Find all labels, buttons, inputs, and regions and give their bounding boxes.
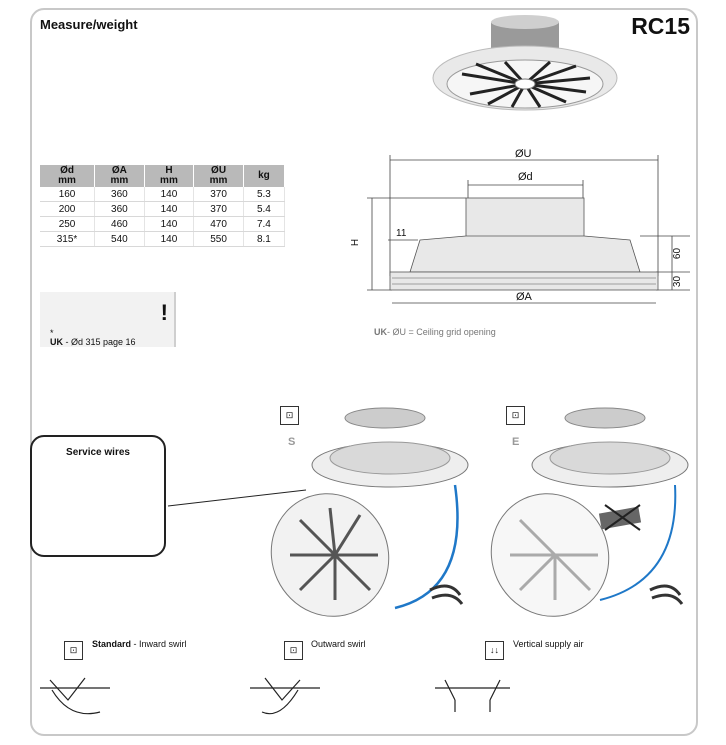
section-title: Measure/weight [40,17,138,32]
page-frame [30,8,698,736]
dim-11: 11 [396,228,407,239]
service-wires-box: Service wires [30,435,166,557]
col-header: kg [243,165,286,187]
footnote-star: * [50,328,54,338]
dim-30: 30 [672,275,684,288]
footnote-text: UK - Ød 315 page 16 [50,337,136,347]
service-wires-label: Service wires [66,447,130,458]
caption-outward: Outward swirl [311,639,366,649]
dim-dd: Ød [518,171,533,183]
mode-letter-e: E [512,436,520,448]
swirl-mode-icon: ⊡ [280,406,299,425]
dim-du: ØU [515,148,532,160]
vertical-mode-icon: ⊡ [506,406,525,425]
dim-h: H [350,238,362,247]
dim-60: 60 [672,247,684,260]
model-name: RC15 [631,13,690,39]
inward-swirl-icon: ⊡ [64,641,83,660]
caption-vertical: Vertical supply air [513,639,584,649]
dim-da: ØA [516,291,532,303]
caption-standard: Standard - Inward swirl [92,639,187,649]
mode-letter-s: S [288,436,296,448]
uk-note: UK- ØU = Ceiling grid opening [374,327,496,337]
outward-swirl-icon: ⊡ [284,641,303,660]
vertical-air-icon: ↓↓ [485,641,504,660]
note-box: ! * UK - Ød 315 page 16 [40,292,176,347]
warning-icon: ! [160,300,168,325]
